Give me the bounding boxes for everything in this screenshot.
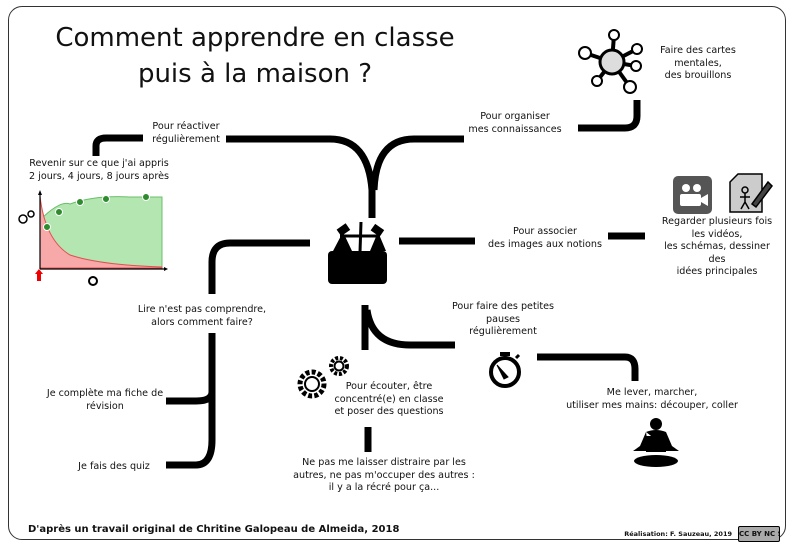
review-marker	[102, 195, 110, 203]
node-fiche-revision: Je complète ma fiche de révision	[46, 388, 164, 412]
poster-title: Comment apprendre en classe puis à la ma…	[55, 23, 455, 89]
gears-icon	[297, 356, 349, 399]
drawing-sheet-icon	[729, 173, 773, 213]
timer-icon	[88, 276, 98, 286]
mind-map-icon	[578, 29, 643, 94]
node-regarder: Regarder plusieurs fois les vidéos, les …	[661, 216, 773, 278]
connector-top-right	[370, 135, 464, 191]
cc-license-badge: CC BY NC SA	[738, 526, 780, 542]
node-lire: Lire n'est pas comprendre, alors comment…	[137, 304, 267, 328]
connector-top-left	[226, 135, 376, 218]
node-lever: Me lever, marcher, utiliser mes mains: d…	[566, 387, 738, 411]
connector-reactiver-hook	[92, 134, 143, 156]
review-marker	[142, 193, 150, 201]
connector-organiser	[578, 100, 641, 132]
source-credit: D'après un travail original de Chritine …	[28, 524, 400, 535]
connector-lever	[537, 353, 639, 381]
node-quiz: Je fais des quiz	[78, 461, 150, 472]
meditation-icon	[633, 418, 679, 467]
toolbox-icon	[328, 221, 387, 284]
node-associer: Pour associer des images aux notions	[488, 226, 602, 250]
connector-pauses	[361, 305, 455, 350]
gears-small-icon	[18, 210, 35, 224]
review-marker	[55, 208, 63, 216]
forgetting-curve-chart	[18, 190, 168, 286]
poster-frame	[8, 6, 786, 540]
review-marker	[76, 198, 84, 206]
node-organiser: Pour organiser mes connaissances	[468, 111, 562, 135]
node-cartes-mentales: Faire des cartes mentales, des brouillon…	[660, 45, 736, 82]
stopwatch-icon	[489, 352, 521, 388]
node-revenir: Revenir sur ce que j'ai appris 2 jours, …	[29, 158, 169, 182]
retention-area	[39, 196, 163, 269]
node-pauses: Pour faire des petites pauses régulièrem…	[451, 301, 555, 338]
video-camera-icon	[673, 176, 712, 214]
review-marker	[43, 223, 51, 231]
node-ecouter: Pour écouter, être concentré(e) en class…	[334, 381, 444, 418]
connector-lire	[208, 239, 310, 294]
node-distraire: Ne pas me laisser distraire par les autr…	[293, 457, 475, 494]
connector-lire-branches	[166, 333, 216, 469]
node-reactiver: Pour réactiver régulièrement	[152, 121, 220, 145]
start-arrow-icon	[35, 269, 43, 281]
author-credit: Réalisation: F. Sauzeau, 2019	[624, 530, 732, 538]
